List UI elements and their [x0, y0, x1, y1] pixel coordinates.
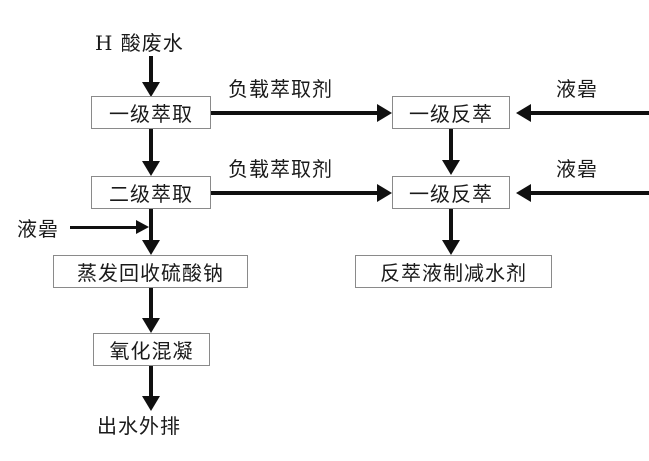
node-extract2[interactable]: 二级萃取	[91, 176, 211, 209]
arrowhead-strip1-to-strip2	[442, 160, 460, 175]
connector-extract1-to-strip1	[211, 111, 383, 115]
arrowhead-caustic-left-to-evaporate	[136, 220, 149, 234]
node-strip1[interactable]: 一级反萃	[392, 96, 510, 129]
node-oxidize[interactable]: 氧化混凝	[93, 333, 210, 366]
node-reducer[interactable]: 反萃液制减水剂	[355, 255, 552, 288]
connector-caustic1-to-strip1	[531, 111, 649, 115]
edge-label-loaded-extractant-2: 负载萃取剂	[228, 157, 333, 181]
arrowhead-extract1-to-extract2	[142, 161, 160, 176]
arrowhead-caustic1-to-strip1	[516, 104, 531, 122]
connector-caustic-left-to-evaporate	[70, 226, 138, 229]
connector-extract2-to-evaporate	[149, 209, 153, 245]
arrowhead-caustic2-to-strip2	[516, 184, 531, 202]
inlet-label-h-acid-wastewater: H 酸废水	[95, 31, 184, 55]
inlet-label-caustic-right-1: 液碞	[556, 77, 598, 101]
edge-label-loaded-extractant-1: 负载萃取剂	[228, 77, 333, 101]
connector-strip1-to-strip2	[449, 129, 453, 161]
arrowhead-strip2-to-reducer	[442, 240, 460, 255]
connector-oxidize-to-effluent	[149, 366, 153, 398]
arrowhead-extract2-to-strip2	[377, 184, 392, 202]
arrowhead-oxidize-to-effluent	[142, 396, 160, 411]
arrowhead-extract1-to-strip1	[377, 104, 392, 122]
inlet-label-caustic-right-2: 液碞	[556, 157, 598, 181]
arrowhead-extract2-to-evaporate	[142, 240, 160, 255]
inlet-label-caustic-left: 液碞	[17, 217, 59, 241]
connector-influent-to-extract1	[149, 56, 153, 84]
connector-strip2-to-reducer	[449, 209, 453, 241]
arrowhead-evaporate-to-oxidize	[142, 318, 160, 333]
node-extract1[interactable]: 一级萃取	[91, 96, 211, 129]
connector-extract2-to-strip2	[211, 191, 383, 195]
arrowhead-influent-to-extract1	[142, 82, 160, 97]
node-strip2[interactable]: 一级反萃	[392, 176, 510, 209]
connector-caustic2-to-strip2	[531, 191, 649, 195]
connector-extract1-to-extract2	[149, 129, 153, 162]
node-evaporate[interactable]: 蒸发回收硫酸钠	[53, 255, 248, 288]
outlet-label-effluent: 出水外排	[97, 414, 181, 438]
connector-evaporate-to-oxidize	[149, 288, 153, 320]
